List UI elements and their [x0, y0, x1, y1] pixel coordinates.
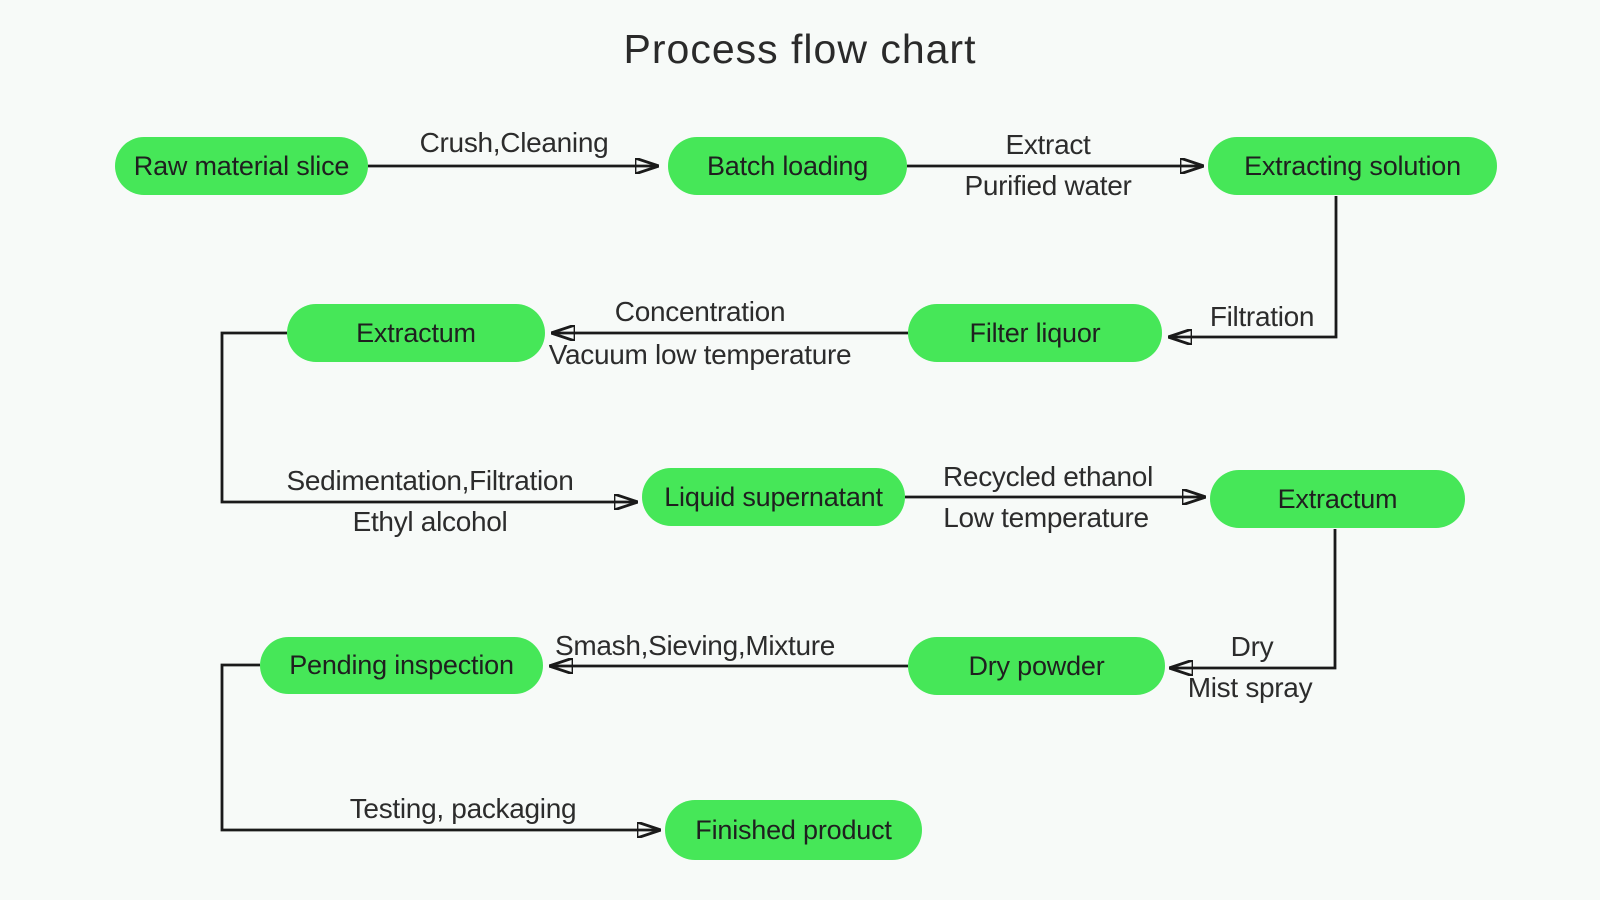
edge-label-crush-cleaning: Crush,Cleaning [419, 127, 609, 158]
edge-label-ethyl-alcohol: Ethyl alcohol [352, 506, 508, 537]
edge-label-low-temperature: Low temperature [943, 502, 1149, 533]
edge-label-sedimentation: Sedimentation,Filtration [286, 465, 574, 496]
node-dry-powder: Dry powder [908, 637, 1165, 695]
node-extracting-solution: Extracting solution [1208, 137, 1497, 195]
node-finished-product: Finished product [665, 800, 922, 860]
node-raw-material-slice: Raw material slice [115, 137, 368, 195]
edge-extractum1-to-liquid [220, 331, 637, 502]
edge-label-purified-water: Purified water [964, 170, 1132, 201]
edge-label-recycled-ethanol: Recycled ethanol [943, 461, 1153, 492]
edge-extractum2-to-drypowder [1170, 529, 1337, 668]
node-extractum-2: Extractum [1210, 470, 1465, 528]
edge-extracting-to-filter [1169, 196, 1338, 337]
edge-label-concentration: Concentration [614, 296, 786, 327]
edge-label-vacuum-low-temp: Vacuum low temperature [548, 339, 852, 370]
node-liquid-supernatant: Liquid supernatant [642, 468, 905, 526]
edge-label-mist-spray: Mist spray [1187, 672, 1313, 703]
edge-label-smash-sieving: Smash,Sieving,Mixture [554, 630, 836, 661]
edge-pending-to-finished [220, 663, 660, 830]
node-pending-inspection: Pending inspection [260, 637, 543, 694]
edge-label-dry: Dry [1230, 631, 1274, 662]
diagram-title: Process flow chart [623, 26, 977, 72]
node-filter-liquor: Filter liquor [908, 304, 1162, 362]
node-batch-loading: Batch loading [668, 137, 907, 195]
edge-label-testing-packaging: Testing, packaging [349, 793, 577, 824]
edge-label-extract: Extract [1005, 129, 1091, 160]
edge-label-filtration: Filtration [1209, 301, 1315, 332]
node-extractum-1: Extractum [287, 304, 545, 362]
